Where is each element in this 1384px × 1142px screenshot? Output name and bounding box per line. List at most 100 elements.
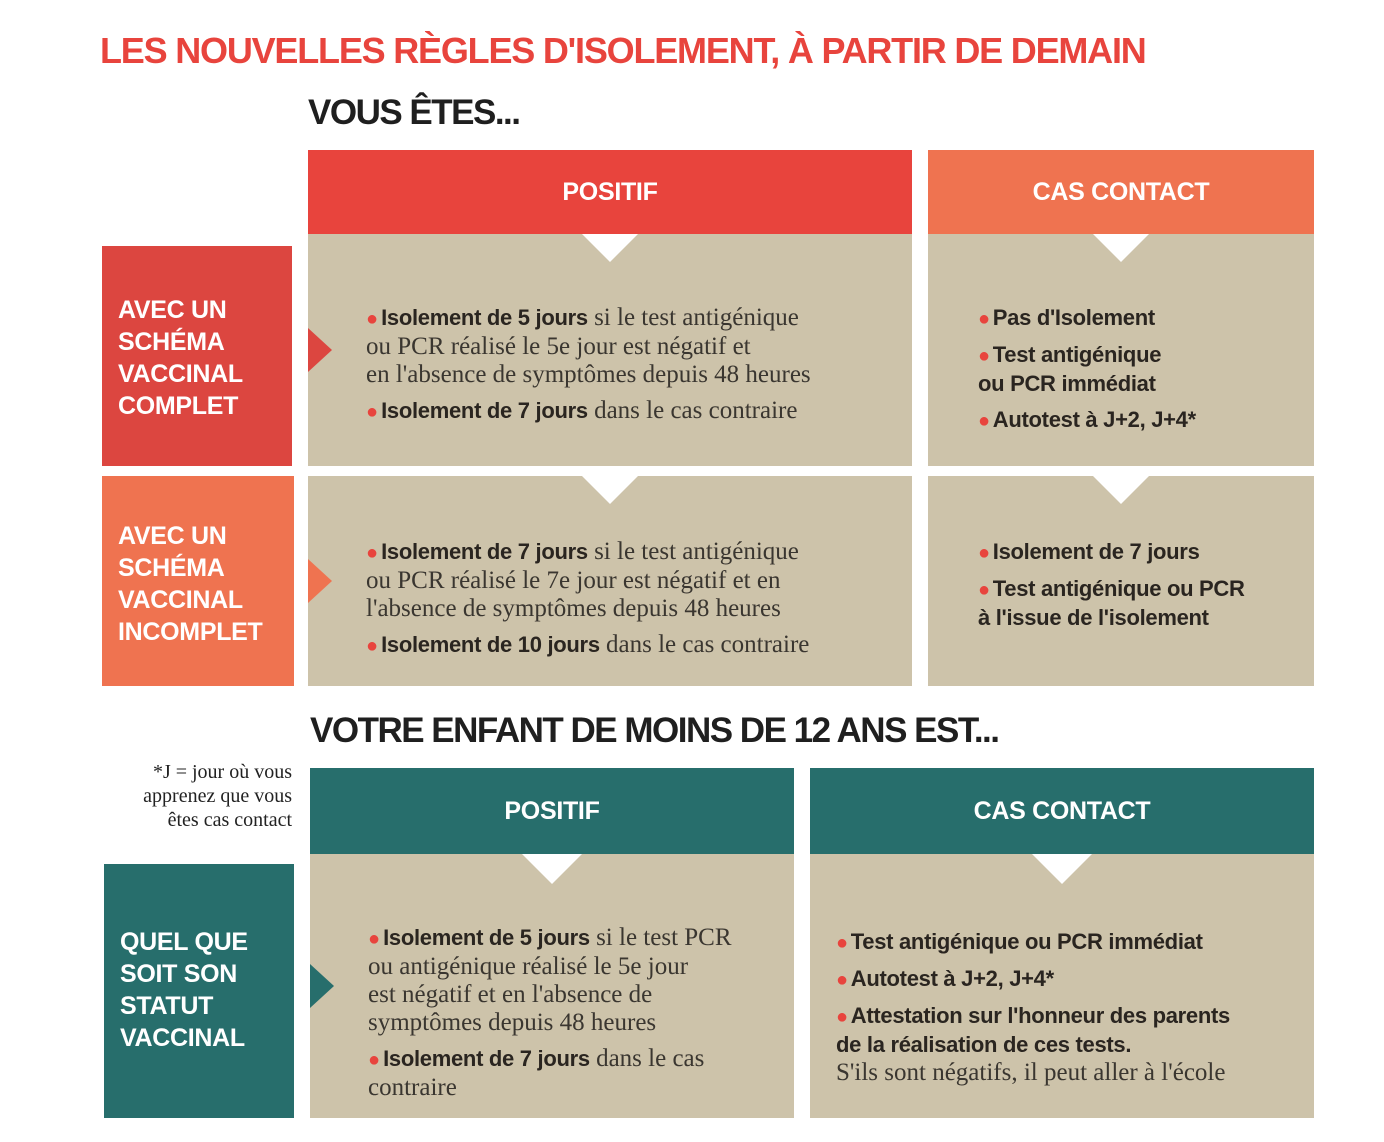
col-header-enfant-positif: POSITIF	[310, 768, 794, 854]
bullet-dot: ●	[836, 1006, 848, 1028]
bullet-bold: Isolement de 10 jours	[381, 632, 600, 657]
col-header-enfant-cas-contact-label: CAS CONTACT	[973, 796, 1151, 825]
bullet-dot: ●	[366, 308, 379, 330]
bullet-text: en l'absence de symptômes depuis 48 heur…	[366, 361, 811, 388]
bullet-text: dans le cas contraire	[599, 631, 810, 658]
bullet-text: dans le cas contraire	[587, 397, 798, 424]
bullet-text: Isolement de 7 jours	[992, 539, 1200, 564]
row-label-line: QUEL QUE	[120, 928, 248, 956]
bullet-item: ●Attestation sur l'honneur des parents d…	[836, 1002, 1230, 1087]
row-label-complet: AVEC UN SCHÉMA VACCINAL COMPLET	[102, 246, 292, 466]
cell-content: ●Pas d'Isolement ●Test antigénique ou PC…	[978, 304, 1196, 443]
cell-content: ●Isolement de 5 jours si le test PCR ou …	[368, 924, 732, 1110]
bullet-text: l'absence de symptômes depuis 48 heures	[366, 595, 781, 622]
col-header-positif-label: POSITIF	[562, 177, 658, 206]
bullet-text: de la réalisation de ces tests.	[836, 1032, 1132, 1057]
bullet-item: ●Test antigénique ou PCR à l'issue de l'…	[978, 575, 1245, 632]
cell-content: ●Isolement de 7 jours ●Test antigénique …	[978, 538, 1245, 640]
col-header-cas-contact: CAS CONTACT	[928, 150, 1314, 234]
notch-pointer	[1093, 476, 1149, 504]
cell-incomplet-contact: ●Isolement de 7 jours ●Test antigénique …	[928, 476, 1314, 686]
bullet-dot: ●	[978, 579, 990, 601]
row-label-line: COMPLET	[118, 392, 239, 420]
bullet-item: ●Isolement de 10 jours dans le cas contr…	[366, 631, 809, 660]
row-label-incomplet: AVEC UN SCHÉMA VACCINAL INCOMPLET	[102, 476, 294, 686]
cell-incomplet-positif: ●Isolement de 7 jours si le test antigén…	[308, 476, 912, 686]
section-heading-children: VOTRE ENFANT DE MOINS DE 12 ANS EST...	[310, 711, 1000, 750]
bullet-item: ●Test antigénique ou PCR immédiat	[836, 928, 1230, 957]
arrow-pointer	[310, 964, 334, 1008]
col-header-enfant-cas-contact: CAS CONTACT	[810, 768, 1314, 854]
bullet-text: à l'issue de l'isolement	[978, 605, 1209, 630]
bullet-text: contraire	[368, 1074, 457, 1101]
notch-pointer	[1093, 234, 1149, 262]
bullet-dot: ●	[836, 932, 848, 954]
section-heading-adults: VOUS ÊTES...	[308, 93, 521, 132]
row-label-line: SCHÉMA	[118, 328, 225, 356]
bullet-text: Test antigénique ou PCR immédiat	[850, 929, 1203, 954]
row-label-line: SOIT SON	[120, 960, 238, 988]
col-header-positif: POSITIF	[308, 150, 912, 234]
arrow-pointer	[308, 328, 332, 372]
footnote: *J = jour où vous apprenez que vous êtes…	[92, 760, 292, 832]
bullet-text: S'ils sont négatifs, il peut aller à l'é…	[836, 1059, 1226, 1086]
bullet-dot: ●	[978, 542, 990, 564]
bullet-dot: ●	[366, 401, 379, 423]
bullet-bold: Isolement de 7 jours	[381, 398, 588, 423]
cell-complet-contact: ●Pas d'Isolement ●Test antigénique ou PC…	[928, 234, 1314, 466]
row-label-line: VACCINAL	[120, 1024, 245, 1052]
notch-pointer	[1032, 854, 1092, 884]
bullet-item: ●Pas d'Isolement	[978, 304, 1196, 333]
bullet-dot: ●	[978, 410, 990, 432]
bullet-item: ●Autotest à J+2, J+4*	[836, 965, 1230, 994]
row-label-line: VACCINAL	[118, 360, 243, 388]
bullet-text: Test antigénique ou PCR	[992, 576, 1245, 601]
row-label-line: STATUT	[120, 992, 214, 1020]
bullet-text: si le test antigénique	[587, 538, 799, 565]
bullet-bold: Isolement de 5 jours	[381, 305, 588, 330]
cell-enfant-positif: ●Isolement de 5 jours si le test PCR ou …	[310, 854, 794, 1118]
bullet-text: Attestation sur l'honneur des parents	[850, 1003, 1230, 1028]
row-label-line: INCOMPLET	[118, 618, 263, 646]
bullet-text: dans le cas	[589, 1045, 705, 1072]
bullet-text: ou PCR immédiat	[978, 371, 1156, 396]
bullet-bold: Isolement de 5 jours	[383, 925, 590, 950]
bullet-item: ●Isolement de 7 jours dans le cas contra…	[368, 1045, 732, 1102]
footnote-line: êtes cas contact	[167, 809, 292, 831]
bullet-dot: ●	[368, 928, 381, 950]
bullet-text: Autotest à J+2, J+4*	[850, 966, 1054, 991]
row-label-enfant: QUEL QUE SOIT SON STATUT VACCINAL	[104, 864, 294, 1118]
bullet-dot: ●	[978, 345, 990, 367]
cell-complet-positif: ●Isolement de 5 jours si le test antigén…	[308, 234, 912, 466]
bullet-bold: Isolement de 7 jours	[381, 539, 588, 564]
bullet-text: est négatif et en l'absence de	[368, 981, 653, 1008]
bullet-item: ●Test antigénique ou PCR immédiat	[978, 341, 1196, 398]
bullet-text: ou PCR réalisé le 7e jour est négatif et…	[366, 567, 781, 594]
bullet-text: Test antigénique	[992, 342, 1162, 367]
bullet-text: ou antigénique réalisé le 5e jour	[368, 953, 689, 980]
notch-pointer	[522, 854, 582, 884]
footnote-line: *J = jour où vous	[152, 761, 292, 783]
cell-content: ●Test antigénique ou PCR immédiat ●Autot…	[836, 928, 1230, 1095]
cell-enfant-contact: ●Test antigénique ou PCR immédiat ●Autot…	[810, 854, 1314, 1118]
row-label-line: AVEC UN	[118, 522, 227, 550]
bullet-dot: ●	[366, 542, 379, 564]
row-label-line: AVEC UN	[118, 296, 227, 324]
bullet-text: si le test PCR	[589, 924, 732, 951]
bullet-item: ●Isolement de 7 jours	[978, 538, 1245, 567]
bullet-text: si le test antigénique	[587, 304, 799, 331]
arrow-pointer	[308, 559, 332, 603]
page-title: LES NOUVELLES RÈGLES D'ISOLEMENT, À PART…	[100, 30, 1147, 71]
col-header-enfant-positif-label: POSITIF	[504, 796, 600, 825]
bullet-text: Pas d'Isolement	[992, 305, 1155, 330]
row-label-line: VACCINAL	[118, 586, 243, 614]
bullet-text: Autotest à J+2, J+4*	[992, 407, 1196, 432]
bullet-item: ●Isolement de 5 jours si le test PCR ou …	[368, 924, 732, 1037]
bullet-item: ●Isolement de 7 jours dans le cas contra…	[366, 397, 811, 426]
bullet-bold: Isolement de 7 jours	[383, 1046, 590, 1071]
bullet-dot: ●	[366, 635, 379, 657]
footnote-line: apprenez que vous	[143, 785, 292, 807]
bullet-text: symptômes depuis 48 heures	[368, 1009, 657, 1036]
bullet-dot: ●	[368, 1049, 381, 1071]
bullet-item: ●Isolement de 7 jours si le test antigén…	[366, 538, 809, 623]
